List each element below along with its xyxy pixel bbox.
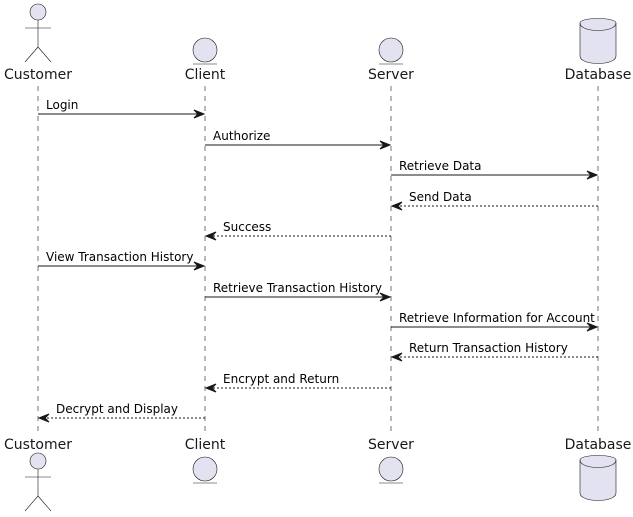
arrowhead-icon xyxy=(586,322,599,332)
arrowhead-icon xyxy=(390,201,403,211)
database-label-bottom: Database xyxy=(565,437,632,453)
message-9: Return Transaction History xyxy=(390,341,598,362)
message-label: Retrieve Information for Account xyxy=(399,311,595,325)
message-label: Encrypt and Return xyxy=(223,372,339,386)
lifelines xyxy=(37,86,599,436)
message-7: Retrieve Transaction History xyxy=(205,281,392,302)
message-label: Send Data xyxy=(409,190,472,204)
client-entity-icon-bottom xyxy=(192,456,218,484)
message-label: Authorize xyxy=(213,129,270,143)
server-label-bottom: Server xyxy=(368,437,414,453)
customer-actor-icon-bottom xyxy=(24,452,52,512)
message-label: Retrieve Transaction History xyxy=(213,281,382,295)
arrowhead-icon xyxy=(193,261,206,271)
message-3: Retrieve Data xyxy=(391,159,599,180)
message-label: Decrypt and Display xyxy=(56,402,178,416)
arrowhead-icon xyxy=(586,170,599,180)
message-label: Return Transaction History xyxy=(409,341,568,355)
message-4: Send Data xyxy=(390,190,598,211)
arrowhead-icon xyxy=(193,109,206,119)
client-entity-icon-top xyxy=(192,37,218,65)
participants: CustomerCustomerClientClientServerServer… xyxy=(4,3,632,512)
server-entity-icon-bottom xyxy=(378,456,404,484)
client-label-top: Client xyxy=(185,67,226,83)
customer-actor-icon-top xyxy=(24,3,52,63)
message-11: Decrypt and Display xyxy=(37,402,205,423)
message-10: Encrypt and Return xyxy=(204,372,391,393)
database-database-icon-bottom xyxy=(579,455,617,501)
customer-label-top: Customer xyxy=(4,67,72,83)
arrowhead-icon xyxy=(390,352,403,362)
message-5: Success xyxy=(204,220,391,241)
server-label-top: Server xyxy=(368,67,414,83)
server-entity-icon-top xyxy=(378,37,404,65)
arrowhead-icon xyxy=(204,231,217,241)
arrowhead-icon xyxy=(37,413,50,423)
database-label-top: Database xyxy=(565,67,632,83)
database-database-icon-top xyxy=(579,18,617,64)
arrowhead-icon xyxy=(379,140,392,150)
message-label: Retrieve Data xyxy=(399,159,482,173)
message-label: View Transaction History xyxy=(46,250,193,264)
message-label: Login xyxy=(46,98,78,112)
message-6: View Transaction History xyxy=(38,250,206,271)
customer-label-bottom: Customer xyxy=(4,437,72,453)
arrowhead-icon xyxy=(204,383,217,393)
arrowhead-icon xyxy=(379,292,392,302)
message-8: Retrieve Information for Account xyxy=(391,311,599,332)
message-1: Login xyxy=(38,98,206,119)
client-label-bottom: Client xyxy=(185,437,226,453)
message-label: Success xyxy=(223,220,271,234)
message-2: Authorize xyxy=(205,129,392,150)
